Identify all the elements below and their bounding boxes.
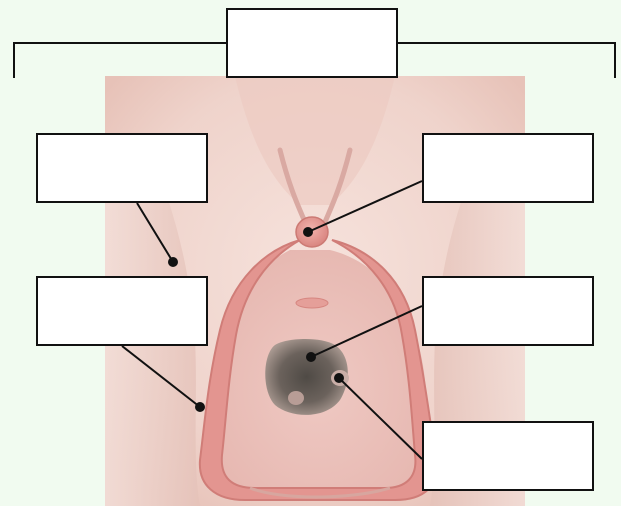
- pointer-dot-left-lower: [195, 402, 205, 412]
- bracket-line-left: [14, 43, 226, 78]
- label-box-left-lower[interactable]: [36, 276, 208, 346]
- pointer-dot-hymen: [334, 373, 344, 383]
- pointer-dot-vaginal-opening: [306, 352, 316, 362]
- pointer-dot-left-upper: [168, 257, 178, 267]
- label-box-left-upper[interactable]: [36, 133, 208, 203]
- hymenal-tag: [288, 391, 304, 405]
- pointer-dot-clitoris: [303, 227, 313, 237]
- label-box-top[interactable]: [226, 8, 398, 78]
- bracket-line-right: [398, 43, 615, 78]
- label-box-right-middle[interactable]: [422, 276, 594, 346]
- urethral-opening: [296, 298, 328, 308]
- label-box-right-upper[interactable]: [422, 133, 594, 203]
- label-box-right-lower[interactable]: [422, 421, 594, 491]
